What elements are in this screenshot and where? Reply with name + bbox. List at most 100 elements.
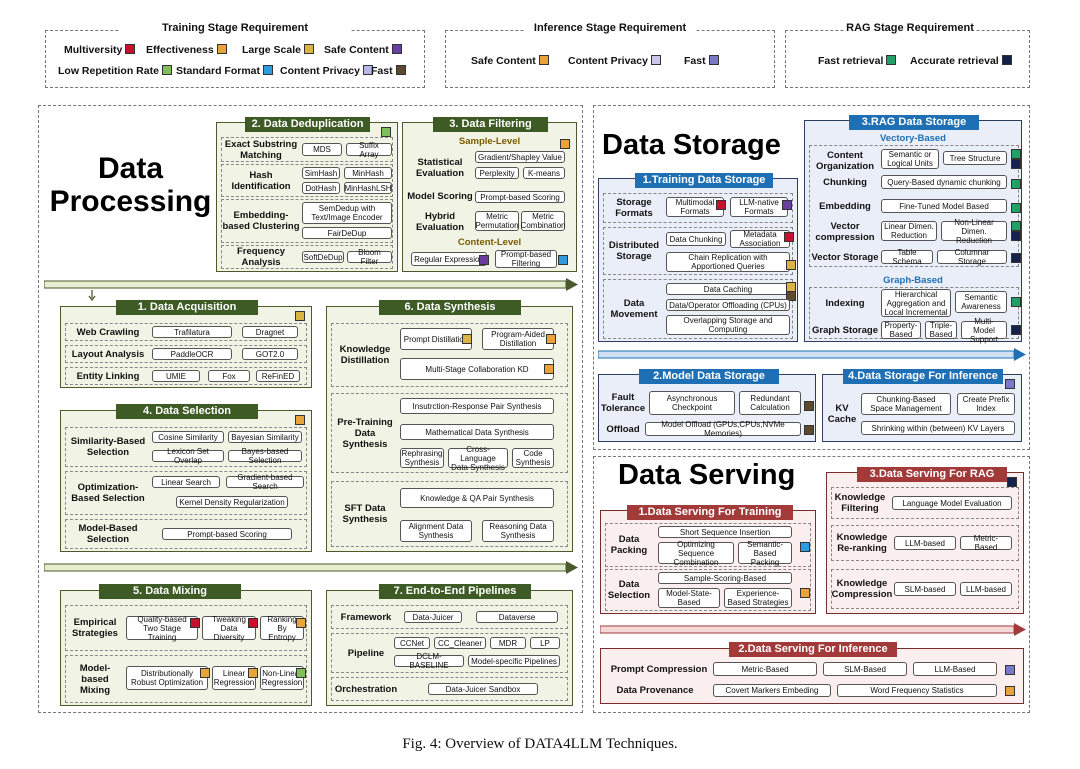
- graph-storage-label: Graph Storage: [812, 324, 878, 336]
- content-level-label: Content-Level: [457, 237, 522, 248]
- lp-box: LP: [530, 637, 560, 649]
- content-organization-label: Content Organization: [815, 150, 875, 172]
- figure-caption: Fig. 4: Overview of DATA4LLM Techniques.: [402, 736, 678, 752]
- model-storage-panel: 2.Model Data Storage Fault Tolerance Asy…: [598, 369, 816, 442]
- prompt-metric-box: Metric-Based: [713, 662, 817, 676]
- minhash-box: MinHash: [344, 167, 392, 179]
- orchestration-label: Orchestration: [334, 683, 398, 695]
- umie-box: UMIE: [152, 370, 200, 382]
- rag-storage-panel: 3.RAG Data Storage Vectory-Based Content…: [804, 115, 1022, 344]
- data-synthesis-title: 6. Data Synthesis: [379, 300, 521, 315]
- layout-analysis-label: Layout Analysis: [71, 348, 145, 360]
- model-specific-box: Model-specific Pipelines: [468, 655, 560, 667]
- fairdedup-box: FairDeDup: [302, 227, 392, 239]
- linear-dimen-box: Linear Dimen. Reduction: [881, 221, 937, 241]
- property-based-box: Property-Based: [881, 321, 921, 339]
- alignment-synthesis-box: Alignment Data Synthesis: [400, 520, 472, 542]
- dothash-box: DotHash: [302, 182, 340, 194]
- mds-box: MDS: [302, 143, 342, 156]
- metric-combination-box: Metric Combination: [520, 211, 566, 231]
- refined-box: ReFinED: [256, 370, 300, 382]
- web-crawling-label: Web Crawling: [76, 326, 140, 338]
- ccnet-box: CCNet: [394, 637, 430, 649]
- data-mixing-title: 5. Data Mixing: [99, 584, 241, 599]
- indexing-label: Indexing: [825, 297, 865, 309]
- knowledge-compression-label: Knowledge Compression: [831, 578, 893, 600]
- softdedup-box: SoftDeDup: [302, 251, 344, 263]
- sample-scoring-box: Sample-Scoring-Based: [658, 572, 792, 584]
- data-filtering-panel: 3. Data Filtering Sample-Level Statistic…: [402, 117, 577, 272]
- processing-arrow-top: [44, 278, 578, 291]
- prompt-slm-box: SLM-Based: [823, 662, 907, 676]
- kernel-density-box: Kernel Density Regularization: [176, 496, 288, 508]
- framework-label: Framework: [340, 611, 392, 623]
- serving-rag-title: 3.Data Serving For RAG: [857, 467, 1007, 482]
- data-packing-label: Data Packing: [610, 534, 648, 556]
- bayes-selection-box: Bayes-based Selection: [228, 447, 302, 465]
- data-filtering-title: 3. Data Filtering: [433, 117, 548, 132]
- req-low-repetition: Low Repetition Rate: [58, 65, 172, 77]
- suffix-array-box: Suffix Array: [346, 141, 392, 159]
- model-mixing-label: Model-based Mixing: [79, 662, 111, 696]
- knowledge-distillation-label: Knowledge Distillation: [339, 344, 391, 366]
- req-effectiveness: Effectiveness: [146, 44, 227, 56]
- mathematical-synthesis-box: Mathematical Data Synthesis: [400, 424, 554, 440]
- processing-arrow-bottom: [44, 561, 578, 574]
- data-juicer-box: Data-Juicer: [404, 611, 462, 623]
- req-inf-fast: Fast: [684, 55, 719, 67]
- word-frequency-box: Word Frequency Statistics: [837, 684, 997, 697]
- chain-replication-box: Chain Replication with Apportioned Queri…: [666, 252, 790, 272]
- async-checkpoint-box: Asynchronous Checkpoint: [649, 391, 735, 415]
- sample-level-label: Sample-Level: [458, 136, 521, 147]
- lexicon-overlap-box: Lexicon Set Overlap: [152, 447, 224, 465]
- rag-requirement-box: Fast retrieval Accurate retrieval: [785, 30, 1030, 88]
- offload-label: Offload: [606, 423, 640, 435]
- rerank-llm-box: LLM-based: [894, 536, 956, 550]
- req-fast-retrieval: Fast retrieval: [818, 55, 897, 67]
- req-safe-content: Safe Content: [324, 44, 402, 56]
- data-acquisition-title: 1. Data Acquisition: [116, 300, 258, 315]
- req-content-privacy: Content Privacy: [280, 65, 373, 77]
- gradient-search-box: Gradient-based Search: [226, 473, 304, 491]
- req-fast: Fast: [371, 65, 406, 77]
- statistical-evaluation-label: Statistical Evaluation: [415, 157, 465, 179]
- sandbox-box: Data-Juicer Sandbox: [428, 683, 538, 695]
- operator-offloading-box: Data/Operator Offloading (CPUs): [666, 299, 790, 311]
- covert-markers-box: Covert Markers Embeding: [713, 684, 831, 697]
- semantic-units-box: Semantic or Logical Units: [881, 149, 939, 169]
- data-storage-region: [593, 105, 1030, 450]
- rag-storage-title: 3.RAG Data Storage: [849, 115, 979, 130]
- data-selection-panel: 4. Data Selection Similarity-Based Selec…: [60, 404, 312, 552]
- metadata-association-box: Metadata Association: [730, 230, 790, 248]
- model-scoring-label: Model Scoring: [407, 190, 473, 202]
- serving-inference-panel: 2.Data Serving For Inference Prompt Comp…: [600, 642, 1024, 704]
- vector-storage-label: Vector Storage: [811, 251, 879, 263]
- kmeans-box: K-means: [523, 167, 565, 179]
- language-model-eval-box: Language Model Evaluation: [892, 496, 1012, 510]
- similarity-selection-label: Similarity-Based Selection: [70, 436, 146, 458]
- data-mixing-panel: 5. Data Mixing Empirical Strategies Qual…: [60, 584, 312, 706]
- perplexity-box: Perplexity: [475, 167, 519, 179]
- embedding-clustering-label: Embedding-based Clustering: [222, 210, 300, 232]
- metric-permutation-box: Metric Permutation: [475, 211, 519, 231]
- dragnet-box: Dragnet: [242, 326, 298, 338]
- req-multiversity: Multiversity: [64, 44, 136, 56]
- simhash-box: SimHash: [302, 167, 340, 179]
- serving-training-panel: 1.Data Serving For Training Data Packing…: [600, 505, 816, 614]
- code-synthesis-box: Code Synthesis: [512, 448, 554, 468]
- req-standard-format: Standard Format: [176, 65, 274, 77]
- mdr-box: MDR: [490, 637, 526, 649]
- shrinking-kv-box: Shrinking within (between) KV Layers: [861, 421, 1015, 435]
- program-aided-box: Program-Aided Distillation: [482, 328, 554, 350]
- req-inf-safe-content: Safe Content: [471, 55, 549, 67]
- prompt-llm-box: LLM-Based: [913, 662, 997, 676]
- chunking-label: Chunking: [823, 176, 867, 188]
- experience-strategies-box: Experience-Based Strategies: [724, 588, 792, 608]
- trafilatura-box: Trafilatura: [152, 326, 232, 338]
- cosine-similarity-box: Cosine Similarity: [152, 431, 224, 443]
- serving-data-selection-label: Data Selection: [607, 579, 651, 601]
- rag-requirement-heading: RAG Stage Requirement: [846, 22, 974, 34]
- optimization-selection-label: Optimization-Based Selection: [71, 482, 145, 504]
- regular-expression-box: Regular Expression: [411, 252, 487, 266]
